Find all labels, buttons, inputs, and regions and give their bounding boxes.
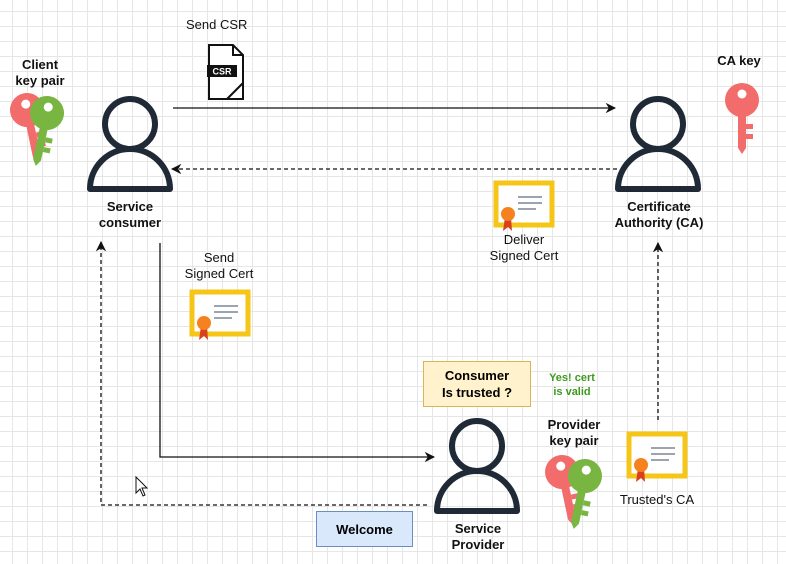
csr-doc-label: CSR	[212, 67, 232, 77]
certificate-authority-label: Certificate Authority (CA)	[614, 199, 704, 230]
service-consumer-person-icon	[90, 99, 170, 189]
deliver-certificate-icon	[496, 183, 552, 231]
service-consumer-label: Service consumer	[98, 199, 162, 230]
cert-valid-label: Yes! cert is valid	[549, 372, 595, 398]
arrow-welcome	[95, 240, 427, 506]
arrow-send-signed-cert	[159, 243, 436, 463]
send-signed-cert-label: Send Signed Cert	[184, 250, 254, 281]
ca-key-label: CA key	[717, 53, 761, 68]
send-csr-label: Send CSR	[186, 17, 248, 32]
send-certificate-icon	[192, 292, 248, 340]
trusted-ca-label: Trusted's CA	[619, 492, 695, 507]
csr-document-icon: CSR	[207, 44, 244, 100]
service-provider-person-icon	[437, 421, 517, 511]
provider-key-pair-label: Provider key pair	[547, 417, 601, 448]
client-key-pair-label: Client key pair	[15, 57, 65, 88]
ca-red-key-icon	[725, 83, 759, 154]
certificate-authority-person-icon	[618, 99, 698, 189]
consumer-trusted-box: Consumer Is trusted ?	[423, 361, 531, 407]
trusted-ca-certificate-icon	[629, 434, 685, 482]
mouse-cursor-icon	[135, 475, 149, 497]
welcome-box: Welcome	[316, 511, 413, 547]
deliver-signed-cert-label: Deliver Signed Cert	[489, 232, 559, 263]
service-provider-label: Service Provider	[451, 521, 505, 552]
